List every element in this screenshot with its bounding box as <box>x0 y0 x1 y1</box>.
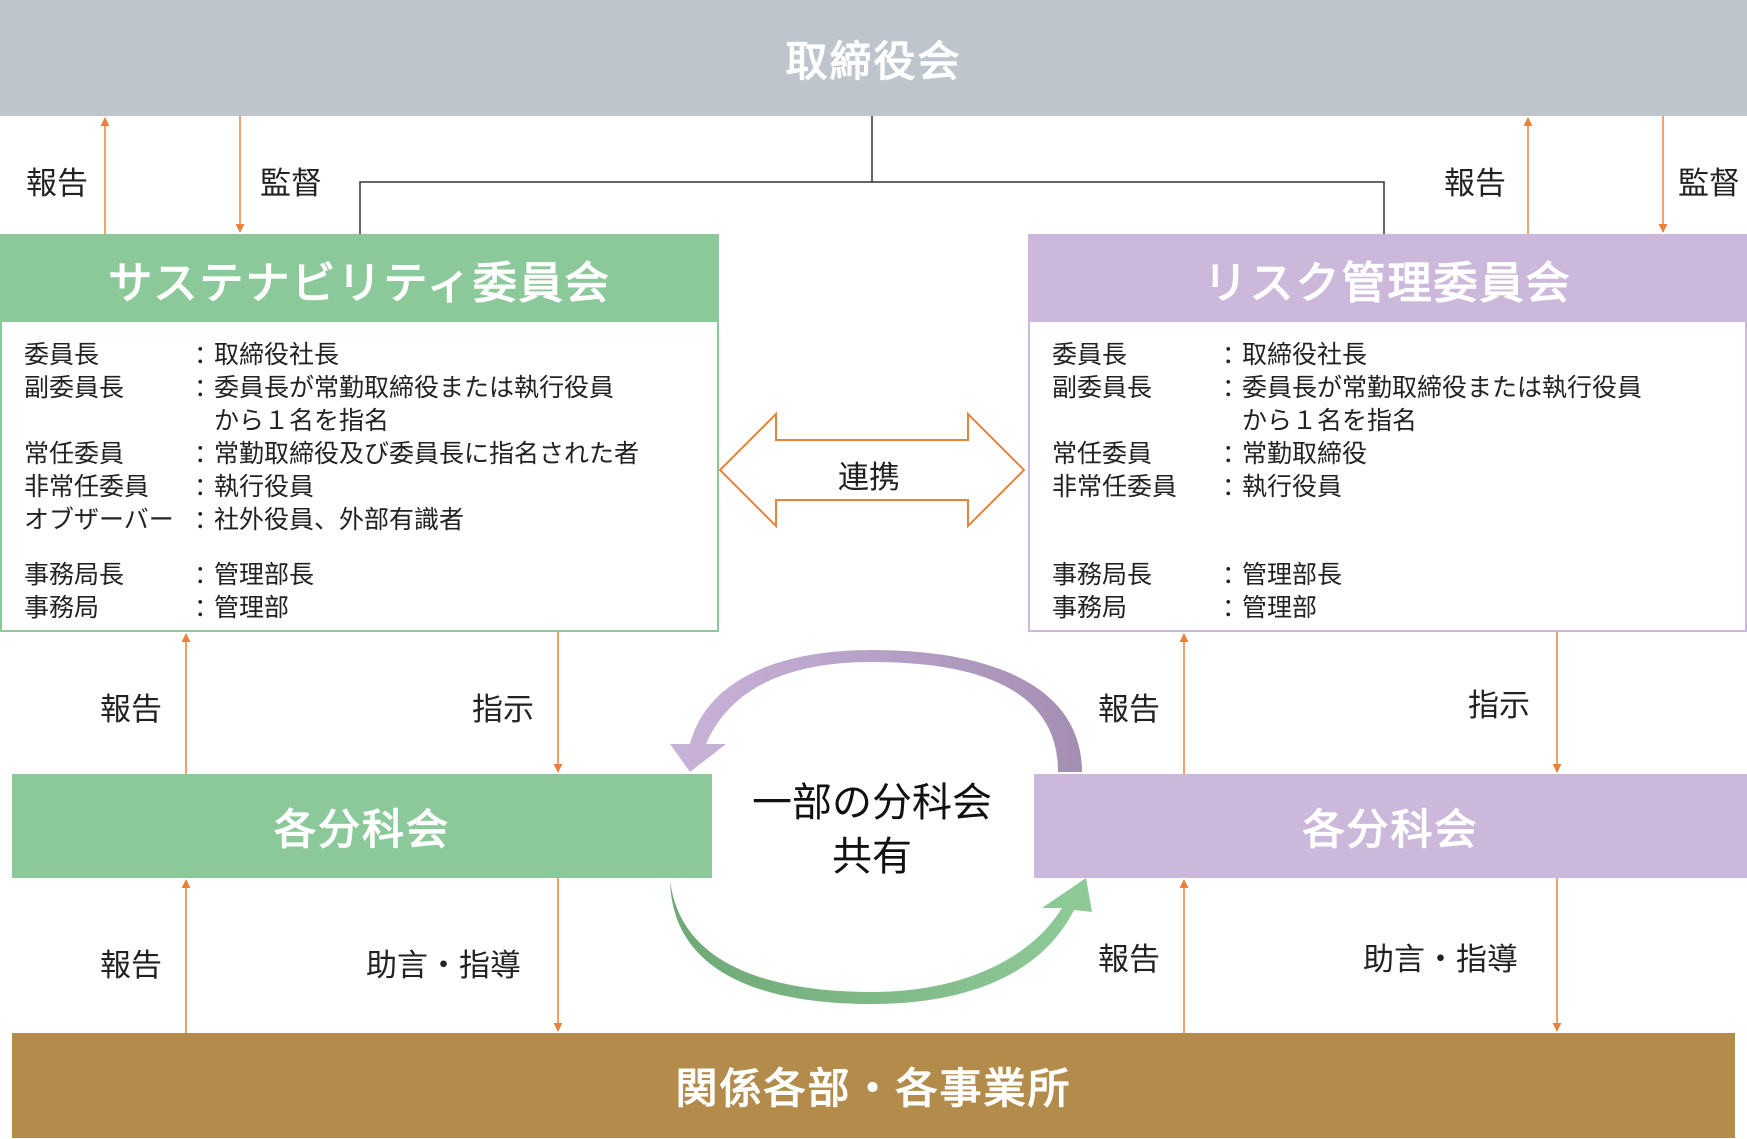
member-value: 管理部 <box>214 593 290 622</box>
member-role: 副委員長 <box>24 373 125 402</box>
departments-box: 関係各部・各事業所 <box>12 1033 1735 1138</box>
member-value: 常勤取締役 <box>1242 439 1368 468</box>
member-row: 常任委員 ：常勤取締役 <box>1052 437 1735 470</box>
member-value: 常勤取締役及び委員長に指名された者 <box>214 439 640 468</box>
member-separator: ： <box>194 340 220 369</box>
member-row: 委員長 ：取締役社長 <box>24 338 707 371</box>
member-role: 常任委員 <box>1052 439 1153 468</box>
member-separator: ： <box>1222 340 1248 369</box>
member-value: 管理部 <box>1242 593 1318 622</box>
sustainability-committee-header: サステナビリティ委員会 <box>2 236 717 322</box>
board-of-directors-box: 取締役会 <box>0 0 1747 116</box>
member-separator: ： <box>194 505 220 534</box>
risk-committee-title: リスク管理委員会 <box>1203 258 1572 309</box>
report-label-dept-subL: 報告 <box>100 948 162 984</box>
risk-committee-box: リスク管理委員会 委員長：取締役社長 副委員長：委員長が常勤取締役または執行役員… <box>1028 234 1747 632</box>
collaboration-label: 連携 <box>838 460 900 496</box>
risk-committee-header: リスク管理委員会 <box>1030 236 1745 322</box>
report-label-subR-risk: 報告 <box>1098 692 1160 728</box>
advise-label-subL-dept: 助言・指導 <box>366 948 521 984</box>
report-label-dept-subR: 報告 <box>1098 942 1160 978</box>
supervise-label-risk-board: 監督 <box>1678 166 1740 202</box>
member-role: 事務局長 <box>24 560 125 589</box>
member-separator: ： <box>1222 373 1248 402</box>
member-value: 執行役員 <box>214 472 315 501</box>
report-label-sust-board: 報告 <box>26 166 88 202</box>
member-value: 管理部長 <box>214 560 315 589</box>
instruct-label-sust-subL: 指示 <box>472 692 534 728</box>
member-role: 事務局 <box>1052 593 1128 622</box>
member-value: 委員長が常勤取締役または執行役員 <box>1242 373 1643 402</box>
member-role: 非常任委員 <box>24 472 150 501</box>
supervise-label-sust-board: 監督 <box>260 166 322 202</box>
shared-line-1: 一部の分科会 <box>752 780 992 826</box>
member-role: 事務局長 <box>1052 560 1153 589</box>
member-row: 事務局長 ：管理部長 <box>1052 558 1735 591</box>
member-value: 管理部長 <box>1242 560 1343 589</box>
shared-cycle-arrow-top <box>670 650 1082 772</box>
departments-title: 関係各部・各事業所 <box>675 1064 1072 1113</box>
shared-cycle-arrow-bottom <box>670 878 1092 1004</box>
member-role: 非常任委員 <box>1052 472 1178 501</box>
member-value: 委員長が常勤取締役または執行役員 <box>214 373 615 402</box>
sustainability-committee-box: サステナビリティ委員会 委員長：取締役社長 副委員長：委員長が常勤取締役または執… <box>0 234 719 632</box>
member-role: 副委員長 <box>1052 373 1153 402</box>
member-row: 委員長 ：取締役社長 <box>1052 338 1735 371</box>
member-role: 常任委員 <box>24 439 125 468</box>
member-row: 非常任委員 ：執行役員 <box>24 470 707 503</box>
member-value: 取締役社長 <box>1242 340 1368 369</box>
member-value: 取締役社長 <box>214 340 340 369</box>
shared-line-2: 共有 <box>832 834 912 880</box>
member-row: 副委員長 ：委員長が常勤取締役または執行役員 <box>24 371 707 404</box>
member-separator: ： <box>194 439 220 468</box>
member-separator: ： <box>194 373 220 402</box>
member-value: から１名を指名 <box>1242 406 1418 435</box>
member-separator: ： <box>1222 439 1248 468</box>
member-row: から１名を指名 <box>24 404 707 437</box>
member-row: 事務局長 ：管理部長 <box>24 558 707 591</box>
member-separator: ： <box>194 472 220 501</box>
member-row: 事務局 ：管理部 <box>1052 591 1735 624</box>
instruct-label-risk-subR: 指示 <box>1468 688 1530 724</box>
member-value: 執行役員 <box>1242 472 1343 501</box>
member-value: から１名を指名 <box>214 406 390 435</box>
sustainability-committee-members: 委員長：取締役社長 副委員長：委員長が常勤取締役または執行役員 から１名を指名 … <box>24 338 707 624</box>
sustainability-committee-title: サステナビリティ委員会 <box>108 258 611 309</box>
member-role: 委員長 <box>24 340 100 369</box>
report-label-risk-board: 報告 <box>1444 166 1506 202</box>
member-row: 非常任委員 ：執行役員 <box>1052 470 1735 503</box>
risk-subcommittees-box: 各分科会 <box>1034 774 1747 878</box>
collaboration-double-arrow <box>718 411 1026 529</box>
member-row: 常任委員 ：常勤取締役及び委員長に指名された者 <box>24 437 707 470</box>
member-row: から１名を指名 <box>1052 404 1735 437</box>
risk-committee-members: 委員長：取締役社長 副委員長：委員長が常勤取締役または執行役員 から１名を指名 … <box>1052 338 1735 624</box>
member-row: 事務局 ：管理部 <box>24 591 707 624</box>
shared-subcommittee-text: 一部の分科会 共有 <box>722 776 1022 884</box>
member-role: 事務局 <box>24 593 100 622</box>
member-role: 委員長 <box>1052 340 1128 369</box>
risk-subcommittees-label: 各分科会 <box>1302 804 1479 854</box>
report-label-subL-sust: 報告 <box>100 692 162 728</box>
member-separator: ： <box>194 560 220 589</box>
member-role: オブザーバー <box>24 505 174 534</box>
member-separator: ： <box>1222 593 1248 622</box>
member-row: 副委員長 ：委員長が常勤取締役または執行役員 <box>1052 371 1735 404</box>
board-title: 取締役会 <box>785 36 962 86</box>
advise-label-subR-dept: 助言・指導 <box>1363 942 1518 978</box>
sustainability-subcommittees-box: 各分科会 <box>12 774 712 878</box>
member-value: 社外役員、外部有識者 <box>214 505 465 534</box>
member-separator: ： <box>194 593 220 622</box>
member-separator: ： <box>1222 560 1248 589</box>
board-tree-connector <box>359 116 1385 234</box>
member-separator: ： <box>1222 472 1248 501</box>
member-row: オブザーバー ：社外役員、外部有識者 <box>24 503 707 536</box>
sustainability-subcommittees-label: 各分科会 <box>273 804 450 854</box>
